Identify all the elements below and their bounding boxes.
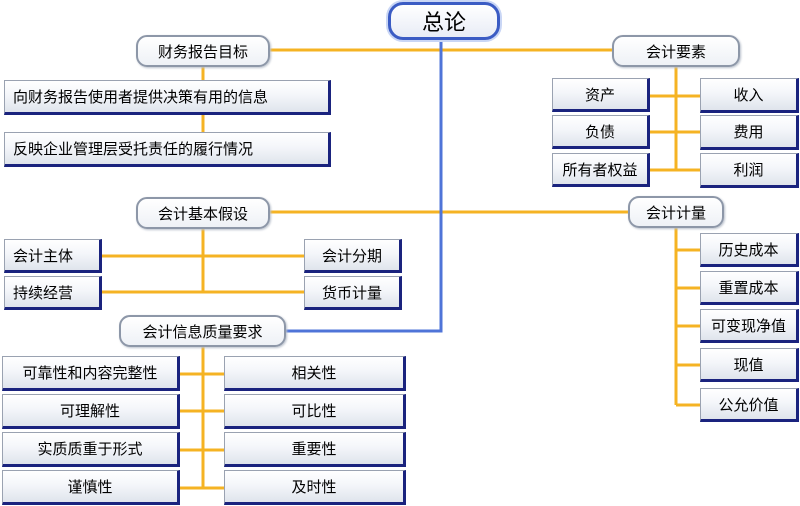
element-expense: 费用 bbox=[700, 115, 799, 150]
element-asset: 资产 bbox=[552, 78, 650, 112]
objective-header: 财务报告目标 bbox=[136, 35, 270, 67]
quality-materiality: 重要性 bbox=[224, 432, 406, 467]
assumption-going-concern: 持续经营 bbox=[4, 276, 102, 310]
quality-reliability: 可靠性和内容完整性 bbox=[2, 356, 180, 391]
assumption-period: 会计分期 bbox=[304, 239, 402, 273]
objective-item-2: 反映企业管理层受托责任的履行情况 bbox=[4, 132, 331, 167]
quality-relevance: 相关性 bbox=[224, 356, 406, 391]
element-liability: 负债 bbox=[552, 115, 650, 149]
quality-comparability: 可比性 bbox=[224, 394, 406, 429]
root-node: 总论 bbox=[388, 2, 500, 40]
measurement-historical-cost: 历史成本 bbox=[700, 233, 799, 267]
quality-prudence: 谨慎性 bbox=[2, 470, 180, 505]
quality-substance-over-form: 实质质重于形式 bbox=[2, 432, 180, 467]
quality-header: 会计信息质量要求 bbox=[119, 315, 286, 347]
assumption-entity: 会计主体 bbox=[4, 239, 102, 273]
elements-header: 会计要素 bbox=[612, 35, 740, 67]
measurement-net-realizable: 可变现净值 bbox=[700, 309, 799, 343]
measurement-replacement-cost: 重置成本 bbox=[700, 271, 799, 305]
element-equity: 所有者权益 bbox=[552, 153, 650, 187]
measurement-fair-value: 公允价值 bbox=[700, 388, 799, 422]
measurement-header: 会计计量 bbox=[628, 196, 724, 228]
measurement-present-value: 现值 bbox=[700, 348, 799, 382]
element-revenue: 收入 bbox=[700, 78, 799, 113]
quality-timeliness: 及时性 bbox=[224, 470, 406, 505]
objective-item-1: 向财务报告使用者提供决策有用的信息 bbox=[4, 80, 331, 115]
element-profit: 利润 bbox=[700, 153, 799, 188]
quality-understandability: 可理解性 bbox=[2, 394, 180, 429]
assumption-monetary: 货币计量 bbox=[304, 276, 402, 310]
assumptions-header: 会计基本假设 bbox=[136, 197, 270, 229]
